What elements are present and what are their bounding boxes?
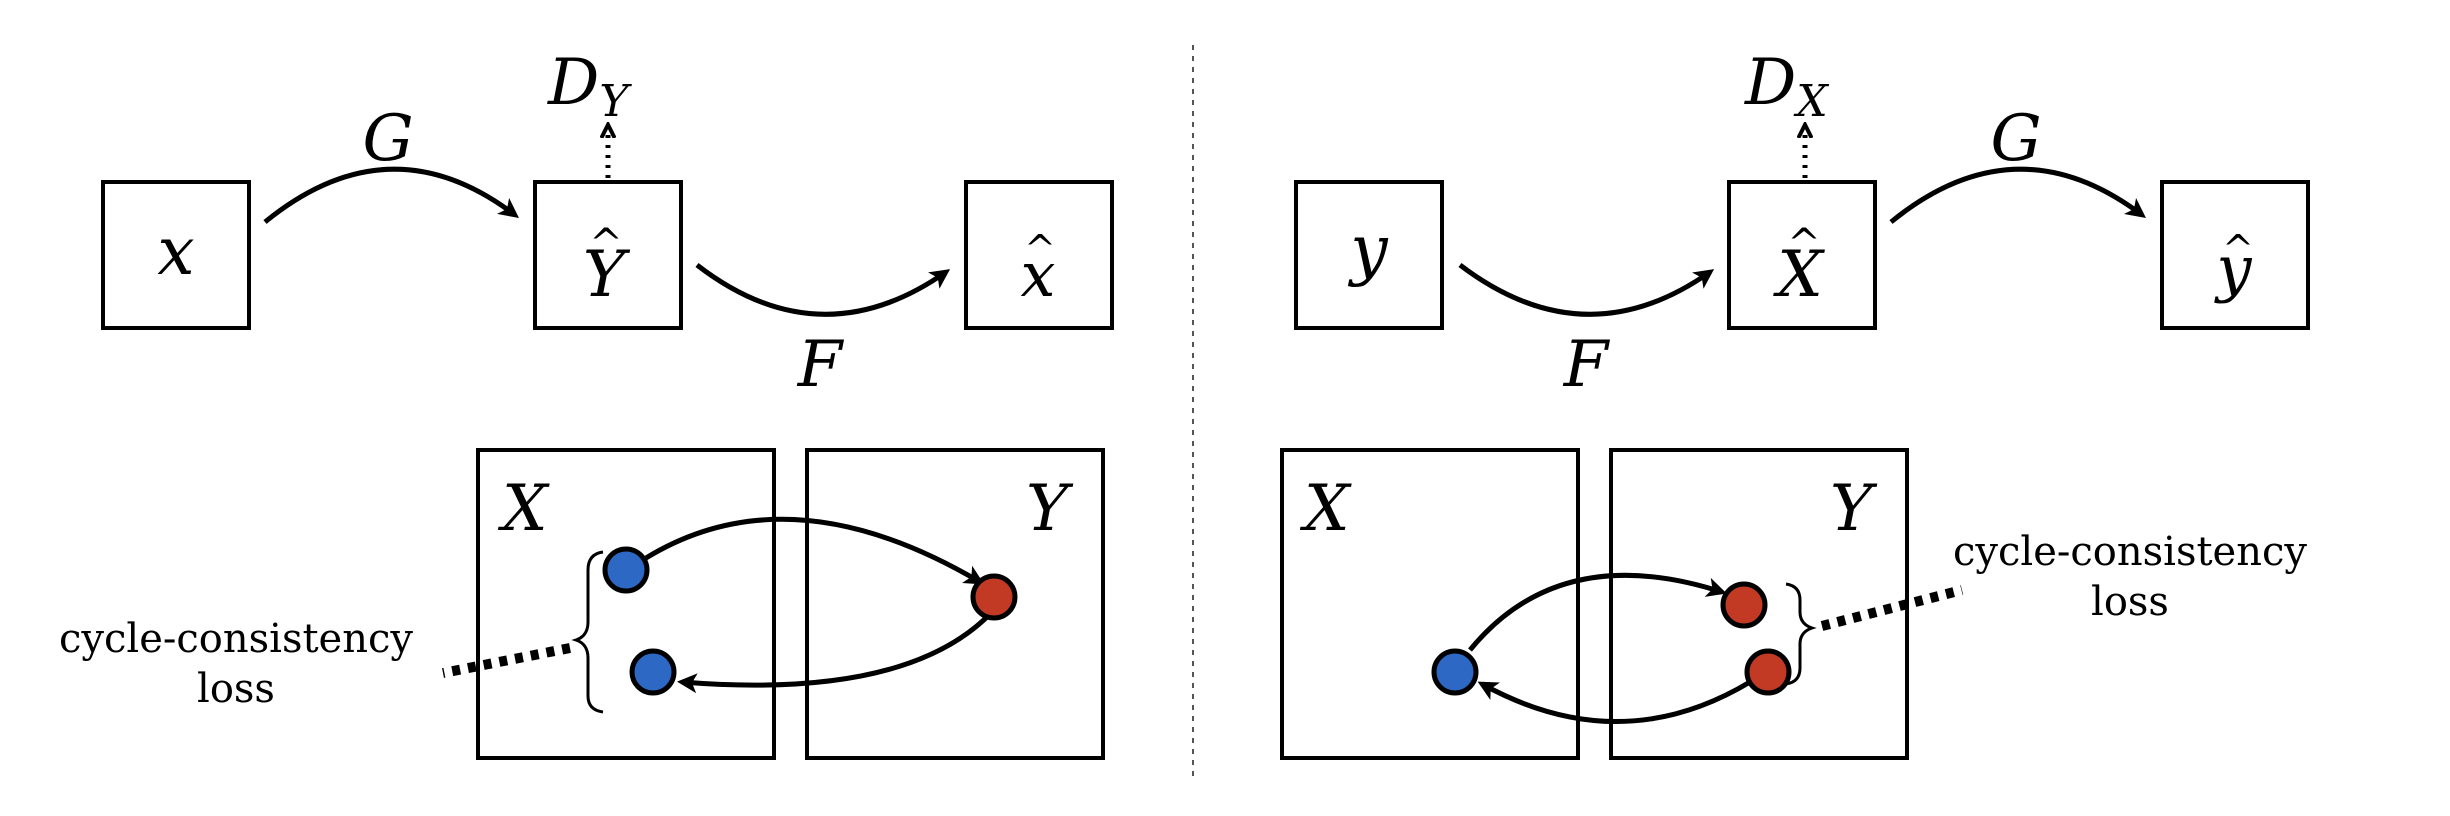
left-loss-label-line2: loss <box>197 666 275 712</box>
left-mapped-label: Y <box>583 238 631 312</box>
left-reconstructed-hat: ^ <box>1024 227 1056 271</box>
right-discriminator-label: DX <box>1744 46 1829 127</box>
left-discriminator-subscript: Y <box>599 76 632 127</box>
right-loss-label-line1: cycle-consistency <box>1953 529 2307 575</box>
left-cycle-forward-arrow <box>644 516 985 585</box>
right-cycle-forward-arrow <box>1468 572 1727 652</box>
left-forward-label: G <box>362 102 413 176</box>
right-mapped-label: X <box>1772 238 1825 312</box>
right-target-point <box>1720 581 1768 629</box>
right-loss-brace <box>1785 582 1817 686</box>
left-reconstructed-node <box>964 180 1114 330</box>
left-source-point <box>602 546 650 594</box>
left-panel: x Y ^ x ^ G F DY X Y cyc <box>59 46 1114 760</box>
left-mapped-hat: ^ <box>589 221 623 267</box>
right-cycle-backward-arrow <box>1477 679 1752 724</box>
left-backward-label: F <box>797 328 845 402</box>
left-domain-target-label: Y <box>1026 472 1074 546</box>
right-reconstructed-hat: ^ <box>2222 227 2254 271</box>
right-domain-target-label: Y <box>1830 472 1878 546</box>
left-loss-label-line1: cycle-consistency <box>59 616 413 662</box>
right-mapped-hat: ^ <box>1787 221 1821 267</box>
right-mapped-node <box>1727 180 1877 330</box>
right-backward-label: G <box>1990 102 2041 176</box>
left-reconstructed-label: x <box>1021 238 1056 311</box>
right-discriminator-letter: D <box>1744 46 1796 120</box>
right-domain-source <box>1280 448 1580 760</box>
right-loss-label-line2: loss <box>2091 579 2169 625</box>
right-loss-connector <box>1820 585 1964 631</box>
left-input-label: x <box>157 213 194 290</box>
right-panel: y X ^ y ^ F G DX X Y cyc <box>1280 46 2310 760</box>
right-forward-arrow <box>1458 263 1715 317</box>
left-discriminator-label: DY <box>547 46 632 127</box>
left-domain-target <box>805 448 1105 760</box>
left-loss-connector <box>442 643 571 678</box>
right-reconstructed-node <box>2160 180 2310 330</box>
right-input-node <box>1294 180 1444 330</box>
left-reconstructed-point <box>629 648 677 696</box>
right-source-point <box>1431 648 1479 696</box>
left-domain-source-label: X <box>497 472 550 546</box>
right-domain-source-label: X <box>1299 472 1352 546</box>
left-discriminator-letter: D <box>547 46 599 120</box>
left-target-point <box>970 573 1018 621</box>
left-loss-brace <box>571 550 604 714</box>
left-backward-arrow <box>695 263 951 317</box>
left-mapped-node <box>533 180 683 330</box>
right-reconstructed-label: y <box>2213 232 2252 305</box>
left-cycle-backward-arrow <box>677 612 992 694</box>
right-reconstructed-point <box>1744 648 1792 696</box>
right-discriminator-subscript: X <box>1793 76 1829 127</box>
right-backward-arrow <box>1889 166 2146 224</box>
right-forward-label: F <box>1563 328 1611 402</box>
left-input-node <box>101 180 251 330</box>
right-input-label: y <box>1347 211 1388 288</box>
left-domain-source <box>476 448 776 760</box>
left-forward-arrow <box>263 166 519 224</box>
